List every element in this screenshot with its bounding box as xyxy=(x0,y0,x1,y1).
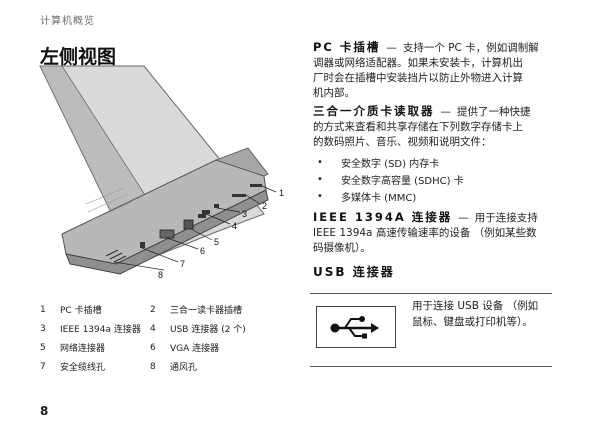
page-title: 左侧视图 xyxy=(40,46,117,68)
list-item: •多媒体卡 (MMC) xyxy=(317,191,417,204)
callout-6: 6 xyxy=(200,246,205,256)
vga-port xyxy=(159,229,175,239)
card-reader-text: 提供了一种快捷 xyxy=(457,106,531,118)
callout-4: 4 xyxy=(232,221,237,231)
laptop-left-view-illustration: 1 2 3 4 5 6 7 8 xyxy=(39,65,284,280)
legend-label: PC 卡插槽 xyxy=(60,306,102,316)
card-reader-term: 三合一介质卡读取器 xyxy=(313,104,435,118)
pc-card-slot xyxy=(250,184,262,187)
ieee-text: 码摄像机）。 xyxy=(313,242,371,254)
card-reader-paragraph: 三合一介质卡读取器 — 提供了一种快捷 的方式来查看和共享存储在下列数字存储卡上 的… xyxy=(313,104,559,150)
card-reader-slot xyxy=(232,194,246,197)
usb-port-b xyxy=(202,210,210,214)
ieee-port xyxy=(214,204,219,208)
legend-number: 8 xyxy=(150,361,156,372)
legend-row: 3 IEEE 1394a 连接器 4 USB 连接器 (2 个) xyxy=(40,319,280,338)
legend-row: 5 网络连接器 6 VGA 连接器 xyxy=(40,338,280,357)
network-port xyxy=(183,219,194,230)
pc-card-text: 调器或网络适配器。如果未安装卡，计算机出 xyxy=(313,57,523,69)
em-dash: — xyxy=(458,212,469,224)
em-dash: — xyxy=(386,42,397,54)
callout-1: 1 xyxy=(279,188,284,198)
pc-card-text: 支持一个 PC 卡，例如调制解 xyxy=(402,42,539,54)
legend-number: 2 xyxy=(150,304,156,315)
legend-row: 7 安全缆线孔 8 通风孔 xyxy=(40,357,280,376)
card-type-list: •安全数字 (SD) 内存卡 •安全数字高容量 (SDHC) 卡 •多媒体卡 (… xyxy=(313,154,559,205)
page-number: 8 xyxy=(40,404,49,418)
legend-label: 安全缆线孔 xyxy=(60,363,106,373)
legend-number: 6 xyxy=(150,342,156,353)
vent-grille xyxy=(105,249,127,263)
pc-card-text: 机内部。 xyxy=(313,87,355,99)
pc-card-text: 厂时会在插槽中安装挡片以防止外物进入计算 xyxy=(313,72,523,84)
pc-card-term: PC 卡插槽 xyxy=(313,40,381,54)
section-header: 计算机概览 xyxy=(40,16,95,27)
legend-number: 4 xyxy=(150,323,156,334)
legend-label: IEEE 1394a 连接器 xyxy=(60,325,141,335)
callout-legend: 1 PC 卡插槽 2 三合一读卡器插槽 3 IEEE 1394a 连接器 4 U… xyxy=(40,300,280,376)
pc-card-paragraph: PC 卡插槽 — 支持一个 PC 卡，例如调制解 调器或网络适配器。如果未安装卡，计… xyxy=(313,40,559,101)
legend-number: 5 xyxy=(40,342,46,353)
legend-row: 1 PC 卡插槽 2 三合一读卡器插槽 xyxy=(40,300,280,319)
callout-5: 5 xyxy=(214,237,219,247)
legend-label: 通风孔 xyxy=(170,363,198,373)
ieee-text: 用于连接支持 xyxy=(474,212,538,224)
security-slot xyxy=(140,242,145,248)
legend-label: USB 连接器 (2 个) xyxy=(170,325,246,335)
callout-8: 8 xyxy=(158,270,163,280)
legend-label: 三合一读卡器插槽 xyxy=(170,306,243,316)
callout-7: 7 xyxy=(180,259,185,269)
callout-2: 2 xyxy=(262,201,267,211)
legend-label: 网络连接器 xyxy=(60,344,106,354)
ieee-paragraph: IEEE 1394A 连接器 — 用于连接支持 IEEE 1394a 高速传输速率的… xyxy=(313,210,559,256)
usb-heading: USB 连接器 xyxy=(313,265,395,279)
callout-3: 3 xyxy=(242,209,247,219)
legend-number: 7 xyxy=(40,361,46,372)
card-reader-text: 的方式来查看和共享存储在下列数字存储卡上 xyxy=(313,121,523,133)
list-item: •安全数字 (SD) 内存卡 xyxy=(317,157,440,170)
usb-port-a xyxy=(198,214,206,218)
em-dash: — xyxy=(440,106,452,118)
legend-label: VGA 连接器 xyxy=(170,344,220,354)
usb-description: 用于连接 USB 设备 （例如 鼠标、键盘或打印机等）。 xyxy=(412,300,539,328)
usb-icon xyxy=(330,316,379,339)
ieee-term: IEEE 1394A 连接器 xyxy=(313,210,453,224)
usb-info-table: 用于连接 USB 设备 （例如 鼠标、键盘或打印机等）。 xyxy=(310,293,552,367)
usb-icon-box xyxy=(316,306,396,348)
ieee-text: IEEE 1394a 高速传输速率的设备 （例如某些数 xyxy=(313,227,537,239)
legend-number: 1 xyxy=(40,304,46,315)
legend-number: 3 xyxy=(40,323,46,334)
list-item: •安全数字高容量 (SDHC) 卡 xyxy=(317,174,464,187)
card-reader-text: 的数码照片、音乐、视频和说明文件： xyxy=(313,136,492,148)
